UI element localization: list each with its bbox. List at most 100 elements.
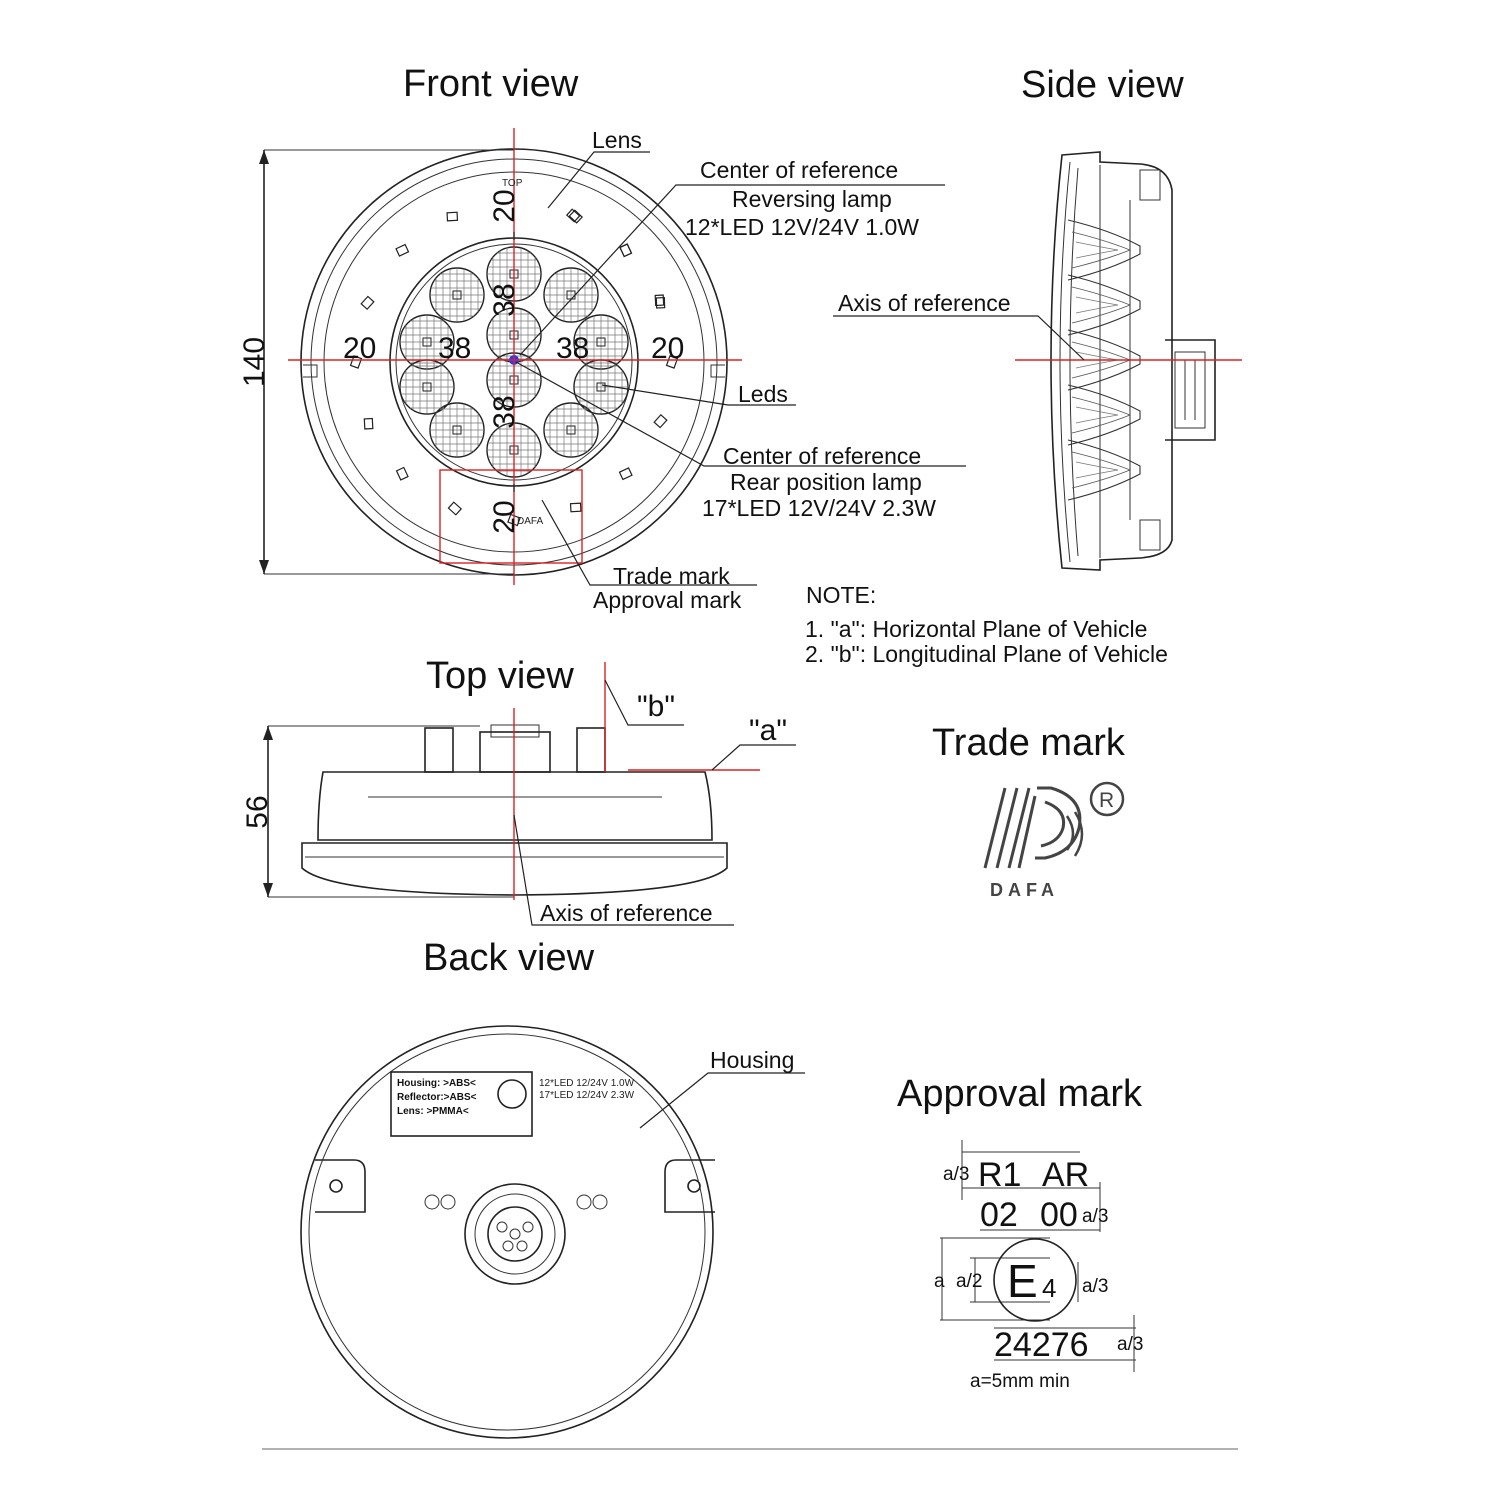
reversing-leader	[519, 184, 945, 356]
label-reversing-lamp: Reversing lamp	[732, 186, 892, 212]
approval-ar: AR	[1042, 1156, 1089, 1194]
housing-leader	[639, 1072, 805, 1129]
back-connector-inner	[487, 1206, 543, 1262]
dim-20-bottom: 20	[488, 500, 521, 533]
led-cell	[429, 267, 485, 323]
top-housing	[317, 771, 713, 841]
b-leader	[604, 679, 684, 726]
label-rear-position-lamp: Rear position lamp	[730, 469, 922, 495]
dim-38-left: 38	[438, 332, 471, 365]
reflector-cone	[1067, 274, 1141, 336]
approval-code: 02	[980, 1196, 1018, 1234]
dim-38-right: 38	[556, 332, 589, 365]
top-view: 56 "b" "a" Axis of reference	[241, 662, 796, 926]
approval-a3-4: a/3	[1117, 1334, 1143, 1355]
ring-led	[653, 413, 668, 429]
ring-led	[446, 211, 459, 222]
back-outer-rim	[300, 1025, 714, 1439]
label-top-axis: Axis of reference	[540, 900, 713, 926]
approval-number: 24276	[994, 1326, 1089, 1364]
reflector-cone	[1067, 384, 1141, 446]
approval-a2: a/2	[956, 1271, 982, 1292]
leds-leader	[601, 384, 796, 406]
plate-line-2: Reflector:>ABS<	[397, 1092, 477, 1103]
a-leader	[711, 744, 796, 771]
approval-code-2: 00	[1040, 1196, 1078, 1234]
top-axis-leader	[513, 814, 734, 926]
dafa-logo: R DAFA	[983, 781, 1125, 900]
approval-r1: R1	[978, 1156, 1021, 1194]
label-side-axis: Axis of reference	[838, 290, 1011, 316]
note-line-1: 1. "a": Horizontal Plane of Vehicle	[805, 616, 1147, 642]
label-reversing-spec: 12*LED 12V/24V 1.0W	[685, 214, 919, 240]
led-cell	[429, 402, 485, 458]
dim-20-top: 20	[488, 189, 521, 222]
approval-mark: a/3 R1 AR 02 00 a/3 a a/2 E 4 a/3 24276 …	[934, 1140, 1143, 1392]
label-lens: Lens	[592, 127, 642, 153]
plate-line-1: Housing: >ABS<	[397, 1078, 476, 1089]
note-heading: NOTE:	[806, 582, 876, 608]
approval-a3-1: a/3	[943, 1164, 969, 1185]
top-view-title: Top view	[426, 655, 574, 697]
reflector-cone	[1067, 439, 1141, 501]
ring-led	[565, 208, 581, 223]
ring-led	[655, 297, 666, 309]
front-brand-small: DAFA	[517, 516, 543, 527]
lens-leader	[547, 151, 650, 209]
label-a: "a"	[749, 714, 787, 747]
approval-a: a	[934, 1271, 945, 1292]
ring-led	[618, 467, 633, 481]
label-b: "b"	[637, 690, 675, 723]
led-cell	[543, 267, 599, 323]
approval-e: E	[1007, 1255, 1038, 1307]
approval-e-sub: 4	[1042, 1273, 1056, 1303]
mark-area-box	[439, 469, 583, 564]
side-lens-inner	[1069, 167, 1079, 557]
label-rear-position-spec: 17*LED 12V/24V 2.3W	[702, 495, 936, 521]
dim-38-top: 38	[488, 283, 521, 316]
label-housing: Housing	[710, 1047, 794, 1073]
label-center-ref-1: Center of reference	[700, 157, 898, 183]
ring-led	[569, 502, 582, 513]
ring-led	[654, 294, 665, 307]
approval-footnote: a=5mm min	[970, 1371, 1070, 1392]
side-housing-outline	[1050, 151, 1173, 571]
back-right-ear	[664, 1159, 715, 1213]
dim-20-right: 20	[651, 332, 684, 365]
front-view-title: Front view	[403, 63, 579, 105]
reflector-cone	[1067, 219, 1141, 281]
ring-led	[447, 501, 463, 516]
top-tab-left	[424, 727, 454, 773]
back-view: Housing: >ABS< Reflector:>ABS< Lens: >PM…	[300, 1025, 805, 1439]
plate-line-3: Lens: >PMMA<	[397, 1106, 469, 1117]
label-trade-mark: Trade mark	[613, 563, 730, 589]
trade-mark-brand: DAFA	[990, 880, 1059, 900]
back-label-plate	[390, 1071, 533, 1137]
front-view: 140 20 38 20 38 38 20 38 20 TOP DAFA Len…	[238, 127, 966, 613]
ring-led	[395, 466, 409, 481]
approval-a3-3: a/3	[1082, 1276, 1108, 1297]
dim-height-56: 56	[241, 795, 274, 828]
label-leds: Leds	[738, 381, 788, 407]
front-right-notch	[710, 364, 725, 378]
top-tab-right	[576, 727, 606, 773]
side-axis-leader	[833, 315, 1085, 361]
rear-position-leader	[515, 361, 966, 467]
approval-mark-title: Approval mark	[897, 1073, 1143, 1115]
ring-led	[568, 209, 583, 224]
dim-38-bottom: 38	[488, 395, 521, 428]
front-left-notch	[303, 364, 318, 378]
back-view-title: Back view	[423, 937, 595, 979]
top-connector	[479, 731, 551, 773]
ring-led	[395, 243, 410, 257]
trade-mark-leader	[541, 499, 757, 586]
note-block: NOTE: 1. "a": Horizontal Plane of Vehicl…	[805, 582, 1168, 667]
approval-e-circle	[993, 1238, 1077, 1322]
ring-led	[363, 417, 374, 430]
back-spec-1: 12*LED 12/24V 1.0W	[539, 1078, 635, 1089]
label-center-ref-2: Center of reference	[723, 443, 921, 469]
approval-a3-2: a/3	[1082, 1206, 1108, 1227]
side-connector	[1165, 339, 1216, 441]
ring-led	[619, 243, 633, 258]
